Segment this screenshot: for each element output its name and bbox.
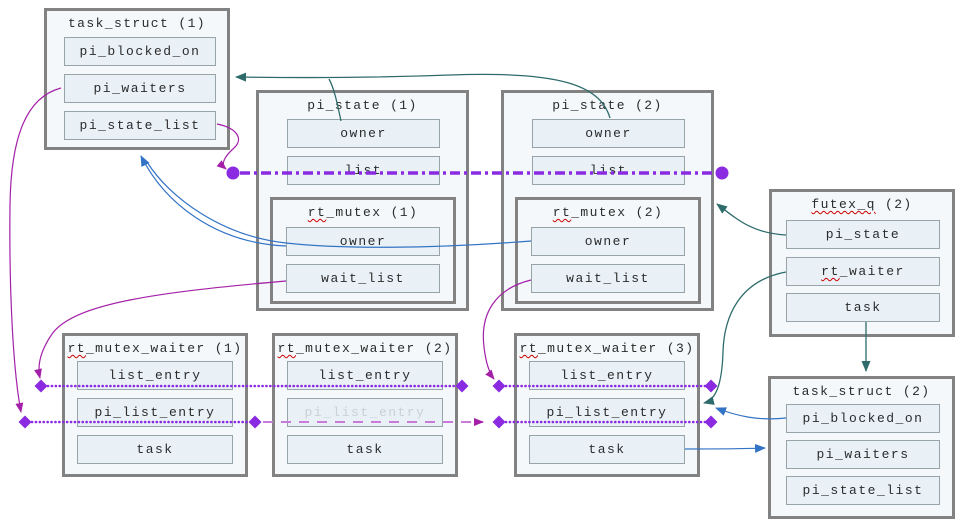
w1-list-entry-field: list_entry (77, 361, 233, 390)
w2-pi-list-entry-field-removed: pi_list_entry (287, 398, 443, 427)
pi-state-1-title: pi_state (1) (307, 98, 418, 113)
ps2-owner-field: owner (532, 119, 685, 148)
ps1-owner-field: owner (287, 119, 440, 148)
diamond-node (704, 379, 718, 393)
rm1-owner-field: owner (286, 227, 440, 256)
rt-mutex-2-box: rt_mutex (2) owner wait_list (515, 197, 701, 304)
diamond-node (248, 415, 262, 429)
ts2-pi-waiters-field: pi_waiters (786, 440, 940, 469)
task-struct-1-title: task_struct (1) (67, 16, 207, 31)
ts1-pi-waiters-field: pi_waiters (64, 74, 216, 103)
pi-state-1-box: pi_state (1) owner list rt_mutex (1) own… (256, 90, 469, 311)
ts2-pi-blocked-on-field: pi_blocked_on (786, 404, 940, 433)
futex-q-2-title: futex_q (2) (811, 197, 913, 212)
rt-mutex-1-title: rt_mutex (1) (307, 205, 419, 220)
rt-mutex-waiter-1-title: rt_mutex_waiter (1) (67, 341, 243, 356)
w1-task-field: task (77, 435, 233, 464)
fq2-pi-state-field: pi_state (786, 220, 940, 249)
ts2-pi-state-list-field: pi_state_list (786, 476, 940, 505)
task-struct-2-box: task_struct (2) pi_blocked_on pi_waiters… (768, 376, 955, 519)
w3-task-field: task (529, 435, 685, 464)
circle-node-right (715, 166, 729, 180)
pi-state-2-title: pi_state (2) (552, 98, 663, 113)
rt-mutex-waiter-3-box: rt_mutex_waiter (3) list_entry pi_list_e… (514, 333, 700, 477)
rt-mutex-waiter-3-title: rt_mutex_waiter (3) (519, 341, 695, 356)
rm2-wait-list-field: wait_list (531, 264, 685, 293)
rt-mutex-1-box: rt_mutex (1) owner wait_list (270, 197, 456, 304)
task-struct-1-box: task_struct (1) pi_blocked_on pi_waiters… (44, 8, 230, 150)
ps1-list-field: list (287, 156, 440, 185)
ts1-pi-blocked-on-field: pi_blocked_on (64, 37, 216, 66)
diamond-node (18, 415, 32, 429)
futex-q-2-box: futex_q (2) pi_state rt_waiter task (769, 189, 955, 337)
task-struct-2-title: task_struct (2) (792, 384, 931, 399)
circle-node-left (226, 166, 240, 180)
rt-mutex-waiter-2-title: rt_mutex_waiter (2) (277, 341, 453, 356)
w2-task-field: task (287, 435, 443, 464)
w3-pi-list-entry-field: pi_list_entry (529, 398, 685, 427)
ps2-list-field: list (532, 156, 685, 185)
diamond-node (34, 379, 48, 393)
w3-list-entry-field: list_entry (529, 361, 685, 390)
w2-list-entry-field: list_entry (287, 361, 443, 390)
pi-state-2-box: pi_state (2) owner list rt_mutex (2) own… (501, 90, 714, 311)
rm1-wait-list-field: wait_list (286, 264, 440, 293)
rt-mutex-waiter-1-box: rt_mutex_waiter (1) list_entry pi_list_e… (62, 333, 248, 477)
w1-pi-list-entry-field: pi_list_entry (77, 398, 233, 427)
rm2-owner-field: owner (531, 227, 685, 256)
diamond-node (704, 415, 718, 429)
fq2-rt-waiter-field: rt_waiter (786, 257, 940, 286)
rt-mutex-waiter-2-box: rt_mutex_waiter (2) list_entry pi_list_e… (272, 333, 458, 477)
fq2-task-field: task (786, 293, 940, 322)
ts1-pi-state-list-field: pi_state_list (64, 111, 216, 140)
diamond-node (492, 379, 506, 393)
diamond-node (492, 415, 506, 429)
rt-mutex-2-title: rt_mutex (2) (552, 205, 664, 220)
